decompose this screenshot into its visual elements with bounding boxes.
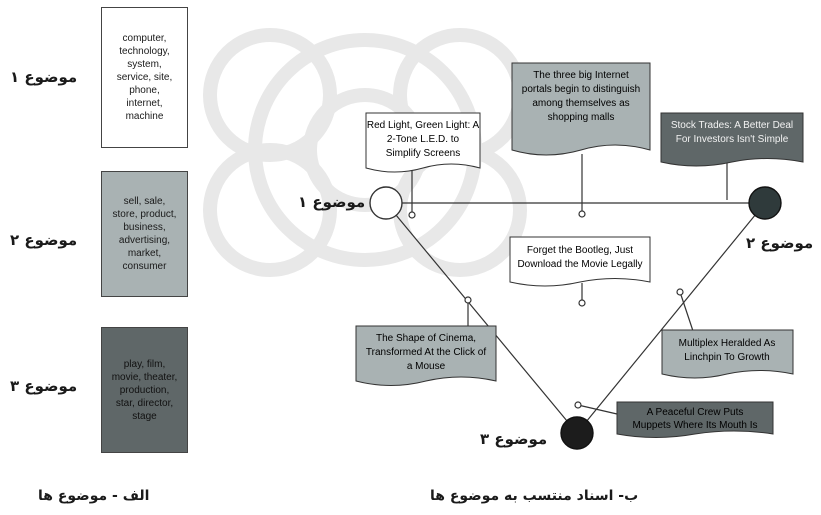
edge-topic2-topic3 [576,202,766,434]
document-7-line-2: Muppets Where Its Mouth Is [632,420,757,431]
document-2-line-1: The three big Internet [533,70,629,81]
document-4-line-1: Forget the Bootleg, Just [527,245,633,256]
document-6-line-1: Multiplex Heralded As [679,338,776,349]
edge-topic1-topic3 [385,202,578,434]
document-5-line-2: Transformed At the Click of [366,347,486,358]
document-4: Forget the Bootleg, Just Download the Mo… [509,236,651,287]
topic-2-label: موضوع ۲ [10,231,78,249]
node-2-label: موضوع ۲ [746,234,814,252]
document-1-line-3: Simplify Screens [386,148,460,159]
panel-a-caption: الف - موضوع ها [38,488,150,504]
panel-b-caption: ب- اسناد منتسب به موضوع ها [430,488,639,504]
document-4-line-2: Download the Movie Legally [517,259,642,270]
topic-3-node [560,416,594,450]
topic-1-words: computer, technology, system, service, s… [101,7,188,148]
document-1: Red Light, Green Light: A 2-Tone L.E.D. … [365,112,481,173]
document-2-line-3: among themselves as [532,98,629,109]
topic-1-label: موضوع ۱ [10,68,78,86]
node-3-label: موضوع ۳ [480,430,548,448]
document-3-line-1: Stock Trades: A Better Deal [671,120,793,131]
topic-3-words: play, film, movie, theater, production, … [101,327,188,453]
document-5: The Shape of Cinema, Transformed At the … [355,325,497,386]
document-6: Multiplex Heralded As Linchpin To Growth [661,329,794,379]
topic-2-words: sell, sale, store, product, business, ad… [101,171,188,297]
node-1-label: موضوع ۱ [298,193,366,211]
document-7-line-1: A Peaceful Crew Puts [647,407,744,418]
document-3: Stock Trades: A Better Deal For Investor… [660,112,804,167]
document-1-line-1: Red Light, Green Light: A [367,120,480,131]
document-2: The three big Internet portals begin to … [511,62,651,156]
topic-3-label: موضوع ۳ [10,377,78,395]
topic-2-node [748,186,782,220]
document-7: A Peaceful Crew Puts Muppets Where Its M… [616,401,774,438]
document-6-line-2: Linchpin To Growth [684,352,769,363]
document-2-line-4: shopping malls [548,112,615,123]
document-5-line-3: a Mouse [407,361,446,372]
document-3-line-2: For Investors Isn't Simple [676,134,789,145]
document-1-line-2: 2-Tone L.E.D. to [387,134,460,145]
document-5-line-1: The Shape of Cinema, [376,333,476,344]
topic-1-node [369,186,403,220]
document-2-line-2: portals begin to distinguish [522,84,640,95]
